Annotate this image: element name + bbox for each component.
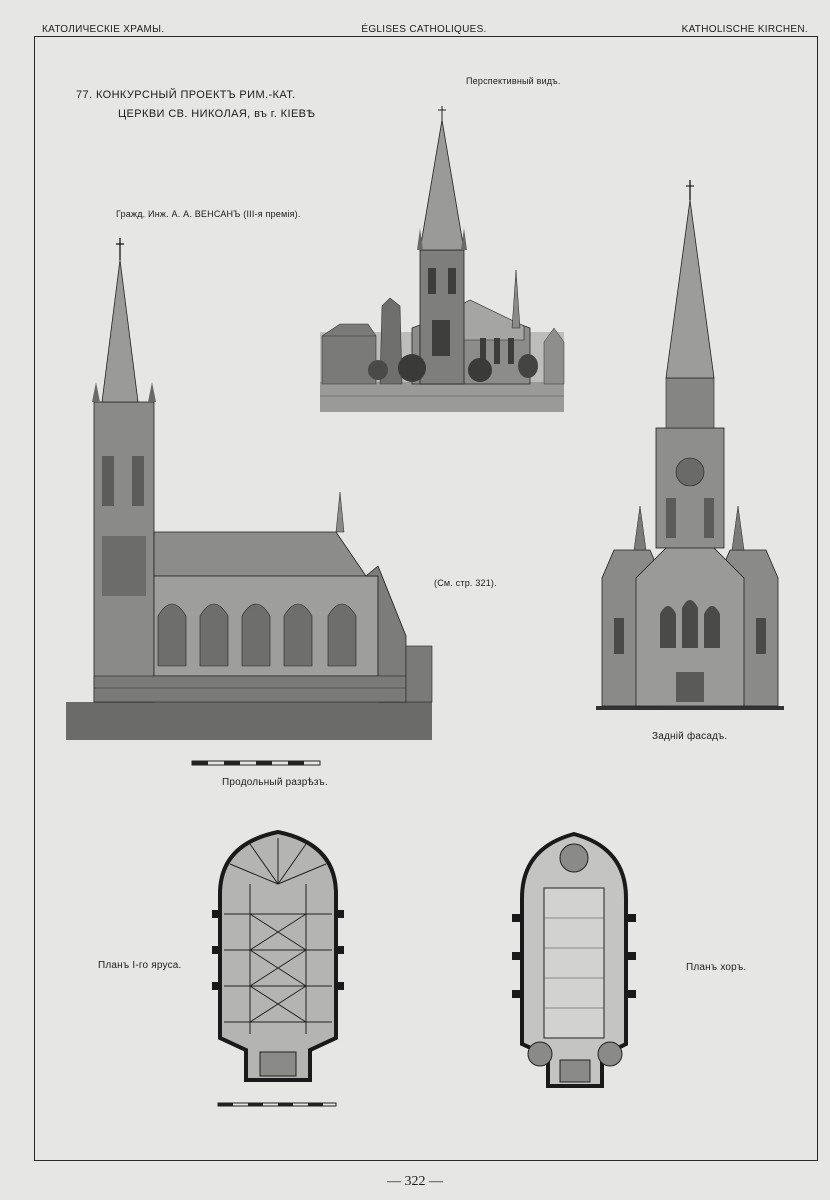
caption-author: Гражд. Инж. А. А. ВЕНСАНЪ (III-я премія)… bbox=[116, 209, 301, 219]
page-number: — 322 — bbox=[387, 1174, 443, 1189]
section-scale-bar bbox=[191, 760, 321, 766]
plan-first-tier-drawing bbox=[212, 829, 344, 1082]
running-header: КАТОЛИЧЕСКІЕ ХРАМЫ. ÉGLISES CATHOLIQUES.… bbox=[34, 22, 814, 38]
plan-choir-drawing bbox=[512, 831, 636, 1088]
longitudinal-section-drawing bbox=[66, 238, 433, 740]
caption-perspective: Перспективный видъ. bbox=[466, 76, 561, 86]
perspective-view-drawing bbox=[320, 106, 565, 412]
caption-see-page: (См. стр. 321). bbox=[434, 578, 497, 588]
caption-rear-facade: Задній фасадъ. bbox=[652, 731, 728, 742]
header-center: ÉGLISES CATHOLIQUES. bbox=[361, 24, 487, 35]
header-left: КАТОЛИЧЕСКІЕ ХРАМЫ. bbox=[42, 24, 165, 35]
caption-longitudinal-section: Продольный разрѣзъ. bbox=[222, 777, 328, 788]
header-rule bbox=[34, 36, 818, 37]
caption-plan-choir: Планъ хоръ. bbox=[686, 962, 747, 973]
plan-scale-bar bbox=[217, 1102, 337, 1107]
rear-facade-drawing bbox=[596, 180, 784, 710]
title-line-1: 77. КОНКУРСНЫЙ ПРОЕКТЪ РИМ.-КАТ. bbox=[76, 89, 296, 101]
title-line-2: ЦЕРКВИ СВ. НИКОЛАЯ, въ г. КІЕВѢ bbox=[118, 108, 316, 120]
header-right: KATHOLISCHE KIRCHEN. bbox=[681, 24, 808, 35]
plate-title: 77. КОНКУРСНЫЙ ПРОЕКТЪ РИМ.-КАТ. ЦЕРКВИ … bbox=[76, 86, 315, 124]
page-frame bbox=[34, 36, 818, 1161]
caption-plan-first-tier: Планъ I-го яруса. bbox=[98, 960, 182, 971]
